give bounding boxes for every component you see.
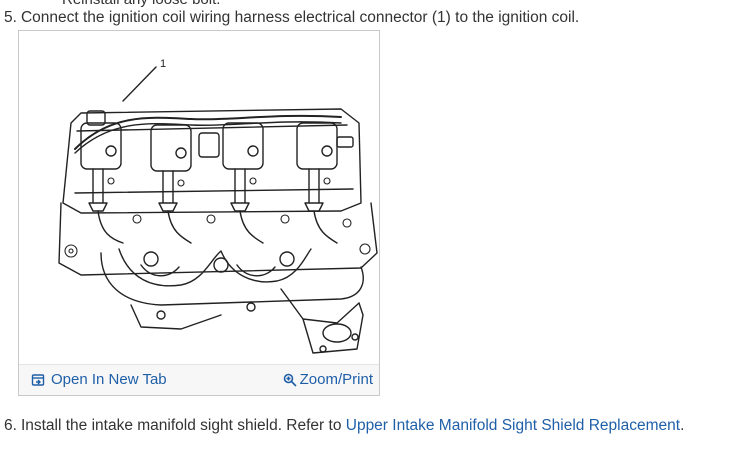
sight-shield-replacement-link[interactable]: Upper Intake Manifold Sight Shield Repla…	[345, 417, 681, 434]
step-number: 5.	[4, 9, 17, 26]
zoom-print-label: Zoom/Print	[299, 371, 373, 388]
open-in-new-tab-link[interactable]: Open In New Tab	[31, 371, 167, 388]
open-in-new-tab-label: Open In New Tab	[51, 371, 167, 388]
step-number: 6.	[4, 417, 17, 434]
figure-footer: Open In New Tab Zoom/Print	[19, 364, 379, 395]
step-text: Install the intake manifold sight shield…	[20, 417, 346, 434]
step-trailing: .	[680, 417, 685, 434]
open-in-new-tab-icon	[31, 373, 45, 387]
magnifier-icon	[283, 373, 297, 387]
step-6: 6.Install the intake manifold sight shie…	[4, 417, 684, 435]
previous-step-fragment: Reinstall any loose bolt.	[62, 0, 220, 8]
zoom-print-link[interactable]: Zoom/Print	[283, 371, 373, 388]
callout-label: 1	[160, 58, 166, 70]
engine-ignition-coil-illustration[interactable]: 1	[41, 53, 381, 371]
step-text: Connect the ignition coil wiring harness…	[20, 9, 580, 26]
step-5: 5.Connect the ignition coil wiring harne…	[4, 9, 579, 27]
figure-container: 1	[18, 30, 380, 396]
